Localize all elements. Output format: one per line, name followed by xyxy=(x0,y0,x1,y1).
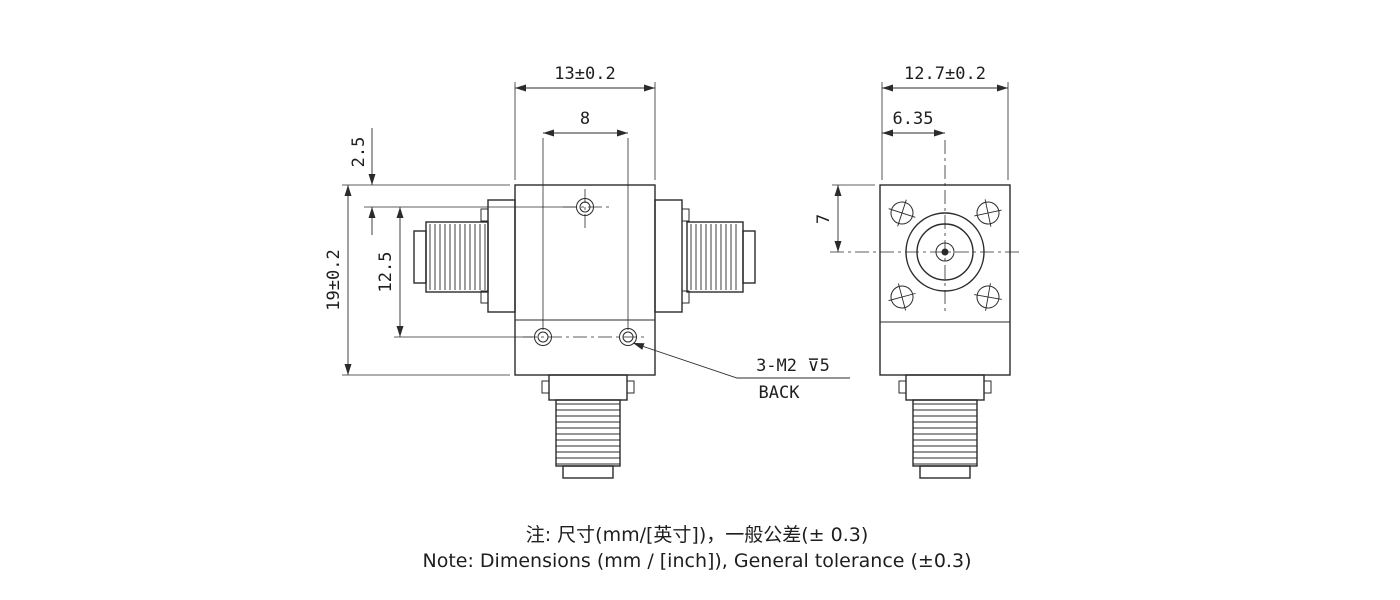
mounting-holes xyxy=(523,189,648,346)
front-view xyxy=(413,184,756,479)
corner-screws xyxy=(888,199,1002,311)
side-view-dimensions: 12.7±0.2 6.35 7 xyxy=(814,64,1009,252)
dim-side-center-offset: 6.35 xyxy=(893,109,934,129)
dim-front-hole-vertical-span: 12.5 xyxy=(376,252,396,293)
coaxial-connector-face xyxy=(830,140,1022,315)
note-line-zh: 注: 尺寸(mm/[英寸])，一般公差(± 0.3) xyxy=(526,524,869,546)
notes: 注: 尺寸(mm/[英寸])，一般公差(± 0.3) Note: Dimensi… xyxy=(423,524,972,572)
front-bottom-connector xyxy=(541,374,635,479)
dim-side-center-top-offset: 7 xyxy=(814,214,834,224)
dim-front-hole-top-offset: 2.5 xyxy=(349,137,369,168)
dim-side-width: 12.7±0.2 xyxy=(904,64,986,84)
dim-front-height: 19±0.2 xyxy=(324,249,344,310)
back-view-label: BACK xyxy=(759,383,801,403)
thread-callout-label: 3-M2 ⊽5 xyxy=(756,356,830,376)
side-view xyxy=(830,140,1022,479)
front-body xyxy=(514,184,656,376)
side-bottom-connector xyxy=(898,374,992,479)
thread-callout-leader: 3-M2 ⊽5 BACK xyxy=(632,342,850,403)
dim-front-hole-span: 8 xyxy=(580,109,590,129)
left-connector xyxy=(413,199,516,313)
dim-front-width: 13±0.2 xyxy=(554,64,615,84)
note-line-en: Note: Dimensions (mm / [inch]), General … xyxy=(423,550,972,572)
front-view-dimensions: 13±0.2 8 2.5 12.5 19±0.2 xyxy=(324,64,656,376)
right-connector xyxy=(654,199,756,313)
